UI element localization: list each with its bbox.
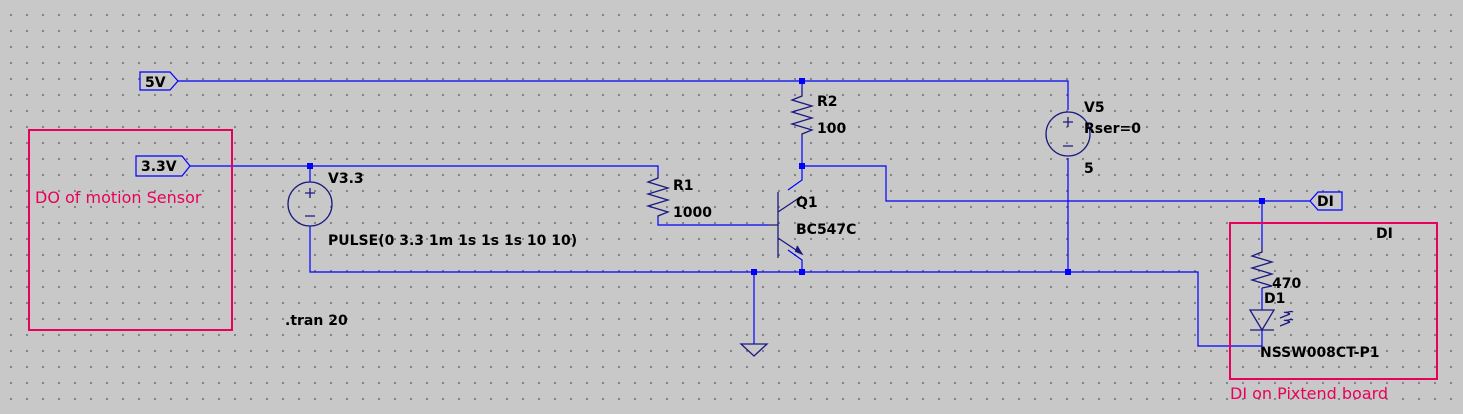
resistor-r2[interactable]: R2 100 <box>789 88 846 138</box>
v5-param: Rser=0 <box>1084 121 1141 137</box>
pixtend-box-title: DI <box>1376 226 1393 242</box>
pixtend-text: DI on Pixtend board <box>1230 384 1388 403</box>
wire-ground-rail <box>309 226 1262 347</box>
junction-dot <box>307 163 313 169</box>
motion-sensor-box <box>28 129 233 331</box>
v33-name: V3.3 <box>328 171 364 187</box>
net-label-di[interactable]: DI <box>1309 191 1343 211</box>
wire-r1-to-base <box>657 218 768 226</box>
r3-value: 470 <box>1272 276 1301 292</box>
v5-name: V5 <box>1084 100 1105 116</box>
junction-dot <box>751 269 757 275</box>
wire-3v3 <box>190 165 659 172</box>
net-label-5v-text: 5V <box>145 75 166 91</box>
d1-model: NSSW008CT-P1 <box>1260 345 1380 361</box>
net-label-di-text: DI <box>1317 194 1334 210</box>
resistor-r1[interactable]: R1 1000 <box>645 172 712 221</box>
q1-model: BC547C <box>796 222 856 238</box>
resistor-r3[interactable]: 470 <box>1249 246 1301 292</box>
junction-dot <box>799 163 805 169</box>
junction-dot <box>1259 198 1265 204</box>
wire-5v-rail <box>178 80 1069 110</box>
annotation-pixtend[interactable]: DI DI on Pixtend board <box>1229 222 1438 403</box>
voltage-source-v33[interactable]: V3.3 PULSE(0 3.3 1m 1s 1s 1s 10 10) <box>287 171 577 249</box>
wire-collector-to-di <box>802 165 1310 202</box>
net-label-3v3-text: 3.3V <box>141 159 177 175</box>
r2-name: R2 <box>817 94 838 110</box>
wire-collector <box>787 166 803 191</box>
junction-dot <box>1065 269 1071 275</box>
junctions <box>307 78 1265 275</box>
annotation-motion-sensor[interactable]: DO of motion Sensor <box>28 129 233 331</box>
r2-value: 100 <box>817 121 846 137</box>
r1-value: 1000 <box>673 205 712 221</box>
v33-value: PULSE(0 3.3 1m 1s 1s 1s 10 10) <box>328 233 577 249</box>
led-d1[interactable]: D1 NSSW008CT-P1 <box>1248 291 1380 361</box>
voltage-source-v5[interactable]: V5 Rser=0 5 <box>1045 100 1141 177</box>
r1-name: R1 <box>673 178 694 194</box>
v5-value: 5 <box>1084 161 1094 177</box>
d1-name: D1 <box>1264 291 1285 307</box>
pixtend-box <box>1229 222 1438 380</box>
net-label-5v[interactable]: 5V <box>139 71 179 91</box>
net-label-3v3[interactable]: 3.3V <box>135 155 191 177</box>
junction-dot <box>799 78 805 84</box>
tran-directive[interactable]: .tran 20 <box>285 313 348 329</box>
wire-emitter <box>787 249 803 272</box>
motion-sensor-text: DO of motion Sensor <box>35 188 202 207</box>
ground-symbol[interactable] <box>739 343 769 357</box>
junction-dot <box>799 269 805 275</box>
transistor-q1[interactable]: Q1 BC547C <box>768 192 856 258</box>
q1-name: Q1 <box>796 195 818 211</box>
